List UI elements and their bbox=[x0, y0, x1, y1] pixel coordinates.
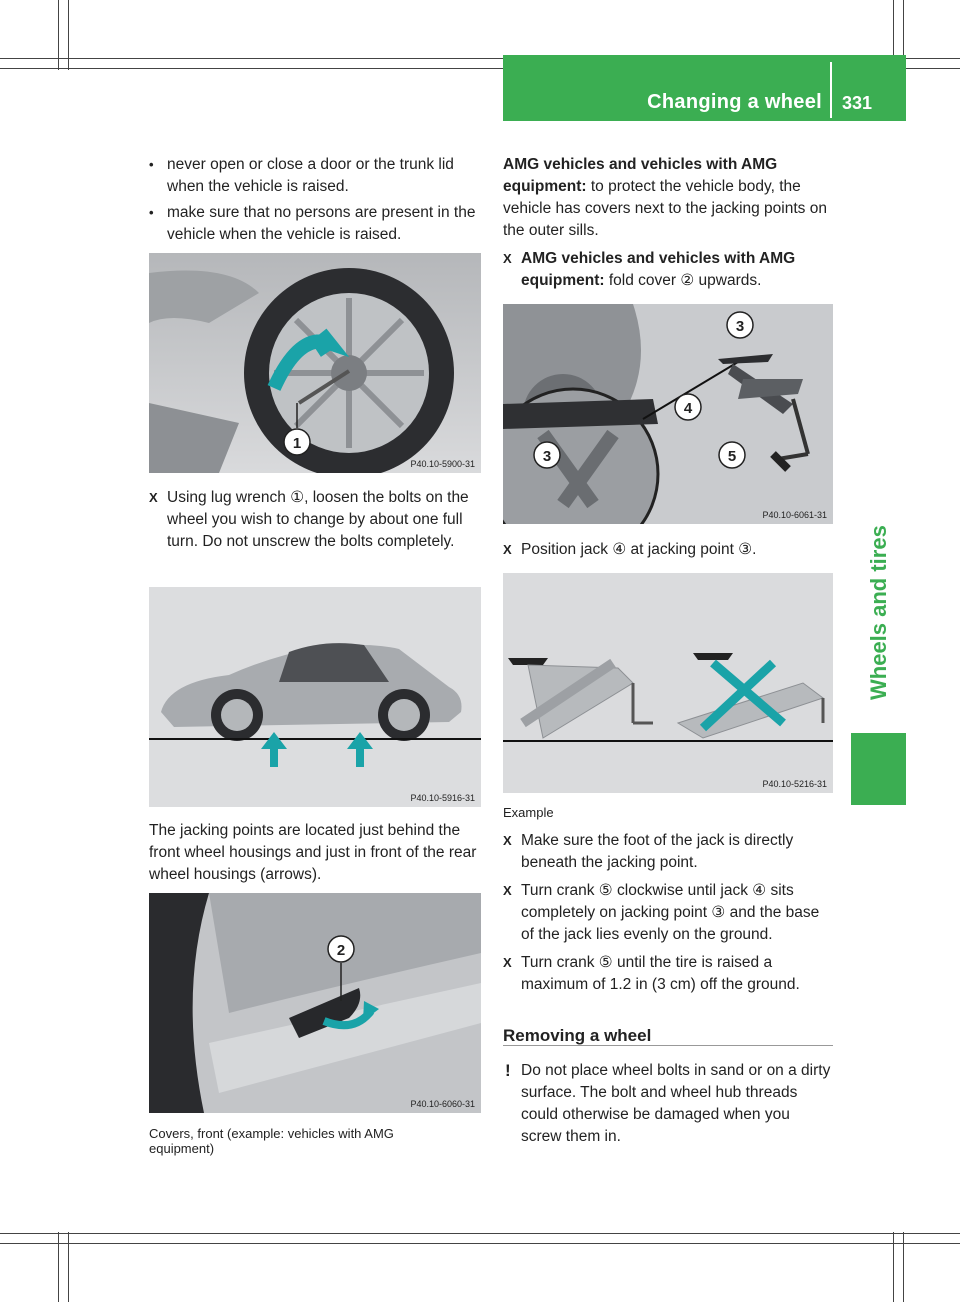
crop-mark bbox=[893, 1232, 894, 1302]
amg-intro-bold: AMG vehicles and vehicles with AMG equip… bbox=[503, 156, 778, 195]
step-text: Using lug wrench ①, loosen the bolts on … bbox=[167, 489, 469, 550]
step-text: Turn crank ⑤ clockwise until jack ④ sits… bbox=[521, 882, 820, 943]
page-number: 331 bbox=[842, 93, 873, 113]
figure-jacking-points: P40.10-5916-31 bbox=[149, 587, 481, 807]
header-bar bbox=[503, 55, 906, 121]
step-text: Make sure the foot of the jack is direct… bbox=[521, 832, 794, 871]
crop-mark bbox=[903, 0, 904, 70]
header-divider bbox=[830, 62, 832, 118]
figure-jack-detail: 3 4 5 3 P40.10-6061-31 bbox=[503, 304, 833, 524]
crop-mark bbox=[68, 1232, 69, 1302]
crop-mark bbox=[0, 1233, 960, 1234]
crop-mark bbox=[0, 58, 960, 59]
figure-reference: P40.10-5216-31 bbox=[762, 779, 827, 789]
figure-reference: P40.10-6060-31 bbox=[410, 1099, 475, 1109]
bullet-mark: • bbox=[149, 205, 154, 220]
amg-intro: AMG vehicles and vehicles with AMG equip… bbox=[503, 154, 833, 242]
bullet-list: • never open or close a door or the trunk… bbox=[149, 154, 481, 250]
crop-mark bbox=[0, 68, 960, 69]
instruction-step: X Using lug wrench ①, loosen the bolts on… bbox=[149, 487, 481, 553]
section-divider bbox=[503, 1045, 833, 1046]
step-text: Turn crank ⑤ until the tire is raised a … bbox=[521, 954, 800, 993]
figure-sill-cover: 2 P40.10-6060-31 bbox=[149, 893, 481, 1113]
list-item: • never open or close a door or the trunk… bbox=[149, 154, 481, 198]
step-bold: AMG vehicles and vehicles with AMG equip… bbox=[521, 250, 796, 289]
bullet-text: never open or close a door or the trunk … bbox=[167, 156, 454, 195]
step-text: fold cover ② upwards. bbox=[604, 272, 762, 289]
warning-note: ! Do not place wheel bolts in sand or on … bbox=[503, 1060, 833, 1148]
jacking-points-description: The jacking points are located just behi… bbox=[149, 822, 477, 883]
warning-icon: ! bbox=[505, 1061, 511, 1080]
figure-reference: P40.10-5916-31 bbox=[410, 793, 475, 803]
step-mark: X bbox=[503, 833, 512, 848]
instruction-step: X AMG vehicles and vehicles with AMG equi… bbox=[503, 248, 833, 292]
figure-jack-example: P40.10-5216-31 bbox=[503, 573, 833, 793]
list-item: • make sure that no persons are present i… bbox=[149, 202, 481, 246]
instruction-step: X Turn crank ⑤ until the tire is raised a… bbox=[503, 952, 833, 996]
figure-lug-wrench: 1 P40.10-5900-31 bbox=[149, 253, 481, 473]
figure-caption: Covers, front (example: vehicles with AM… bbox=[149, 1126, 394, 1156]
instruction-step: X Make sure the foot of the jack is direc… bbox=[503, 830, 833, 874]
warning-text: Do not place wheel bolts in sand or on a… bbox=[521, 1062, 831, 1145]
callout-3: 3 bbox=[736, 318, 744, 335]
section-tab-label: Wheels and tires bbox=[866, 525, 891, 700]
callout-4: 4 bbox=[684, 400, 693, 417]
figure-reference: P40.10-5900-31 bbox=[410, 459, 475, 469]
callout-1: 1 bbox=[293, 435, 301, 452]
crop-mark bbox=[58, 1232, 59, 1302]
figure-caption: Example bbox=[503, 805, 554, 820]
step-mark: X bbox=[503, 883, 512, 898]
step-text: Position jack ④ at jacking point ③. bbox=[521, 541, 757, 558]
amg-intro-text: to protect the vehicle body, the vehicle… bbox=[503, 178, 827, 239]
crop-mark bbox=[58, 0, 59, 70]
instruction-step: X Turn crank ⑤ clockwise until jack ④ sit… bbox=[503, 880, 833, 946]
page-title: Changing a wheel bbox=[647, 91, 822, 113]
callout-5: 5 bbox=[728, 448, 736, 465]
step-mark: X bbox=[503, 251, 512, 266]
crop-mark bbox=[68, 0, 69, 70]
callout-3-detail: 3 bbox=[543, 448, 551, 465]
figure-reference: P40.10-6061-31 bbox=[762, 510, 827, 520]
crop-mark bbox=[893, 0, 894, 70]
section-tab-block bbox=[851, 733, 906, 805]
bullet-mark: • bbox=[149, 157, 154, 172]
step-mark: X bbox=[503, 955, 512, 970]
section-heading: Removing a wheel bbox=[503, 1026, 652, 1045]
instruction-step: X Position jack ④ at jacking point ③. bbox=[503, 539, 833, 561]
crop-mark bbox=[0, 1243, 960, 1244]
crop-mark bbox=[903, 1232, 904, 1302]
step-mark: X bbox=[503, 542, 512, 557]
callout-2: 2 bbox=[337, 942, 345, 959]
step-mark: X bbox=[149, 490, 158, 505]
bullet-text: make sure that no persons are present in… bbox=[167, 204, 476, 243]
